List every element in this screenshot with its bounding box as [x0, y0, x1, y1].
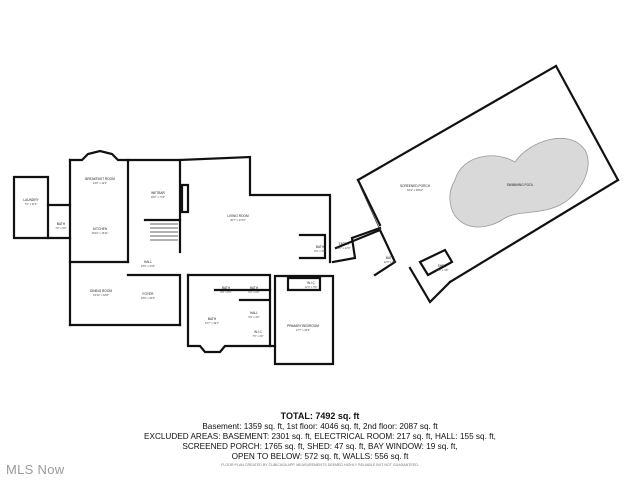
summary-line-4: OPEN TO BELOW: 572 sq. ft, WALLS: 556 sq…: [231, 452, 409, 461]
room-text: BATH: [208, 317, 217, 321]
room-text: WETBAR: [151, 191, 165, 195]
room-text: 17'7" x 20'0": [296, 328, 310, 332]
room-text: W.I.C: [307, 281, 315, 285]
house-walls: [12, 149, 397, 366]
total-area: TOTAL: 7492 sq. ft: [280, 411, 360, 421]
summary-line-3: SCREENED PORCH: 1765 sq. ft, SHED: 47 sq…: [182, 442, 458, 451]
room-text: HALL: [144, 260, 152, 264]
room-text: W.I.C: [254, 330, 262, 334]
screened-porch-walls: [356, 64, 620, 304]
room-text: BATH: [316, 245, 325, 249]
room-text: DINING ROOM: [90, 289, 112, 293]
room-text: 7'6" x 4'0": [252, 334, 263, 338]
room-text: 18'0" x 20'0": [141, 296, 155, 300]
room-text: BATH: [386, 256, 395, 260]
room-labels: LAUNDRY 7'0" x 11'6" BATH 7'0" x 5'0" BR…: [23, 177, 533, 338]
room-text: 13'0" x 12'0": [93, 181, 107, 185]
room-text: HALL: [250, 311, 258, 315]
room-text: BATH: [57, 222, 66, 226]
room-text: SCREENED PORCH: [400, 184, 431, 188]
room-text: 6'8" x 8'0": [220, 290, 231, 294]
room-text: 8'0" x 12'0": [338, 246, 351, 250]
room-text: 15'0" x 3'10": [141, 264, 155, 268]
summary-line-1: Basement: 1359 sq. ft, 1st floor: 4046 s…: [202, 422, 438, 431]
room-text: SHED: [438, 264, 448, 268]
room-text: 16'10" x 16'11": [92, 231, 109, 235]
room-text: 62'4" x 38'10": [407, 188, 423, 192]
room-text: FOYER: [143, 292, 155, 296]
room-text: BREAKFAST ROOM: [85, 177, 115, 181]
swimming-pool: [449, 137, 589, 228]
room-text: 16'10" x 18'8": [93, 293, 109, 297]
room-text: 12'0" x 8'0": [384, 260, 397, 264]
room-text: SWIMMING POOL: [507, 183, 534, 187]
room-text: BATH: [222, 286, 231, 290]
room-text: KITCHEN: [93, 227, 108, 231]
room-text: ENTRY: [339, 242, 351, 246]
room-text: 12'7" x 19'7": [205, 321, 219, 325]
summary-line-2: EXCLUDED AREAS: BASEMENT: 2301 sq. ft, E…: [144, 432, 496, 441]
room-text: 12'0" x 5'0": [305, 285, 318, 289]
room-text: 7'0" x 11'6": [25, 202, 38, 206]
room-text: BATH: [250, 286, 259, 290]
room-text: 10'4" x 4'8": [436, 268, 449, 272]
room-text: 6'2" x 6'0": [248, 290, 259, 294]
disclaimer-note: FLOOR PLAN CREATED BY CUBICASA APP. MEAS…: [221, 463, 419, 467]
room-text: 7'0" x 5'0": [55, 226, 66, 230]
mls-watermark: MLS Now: [6, 462, 65, 477]
room-text: 8'4" x 4'0": [314, 249, 325, 253]
room-text: 40'7" x 27'10": [230, 218, 246, 222]
room-text: 9'0" x 4'0": [248, 315, 259, 319]
room-text: PRIMARY BEDROOM: [287, 324, 319, 328]
room-text: LIVING ROOM: [227, 214, 249, 218]
room-label-laundry: LAUNDRY: [23, 198, 39, 202]
room-text: 18'2" x 7'10": [151, 195, 165, 199]
